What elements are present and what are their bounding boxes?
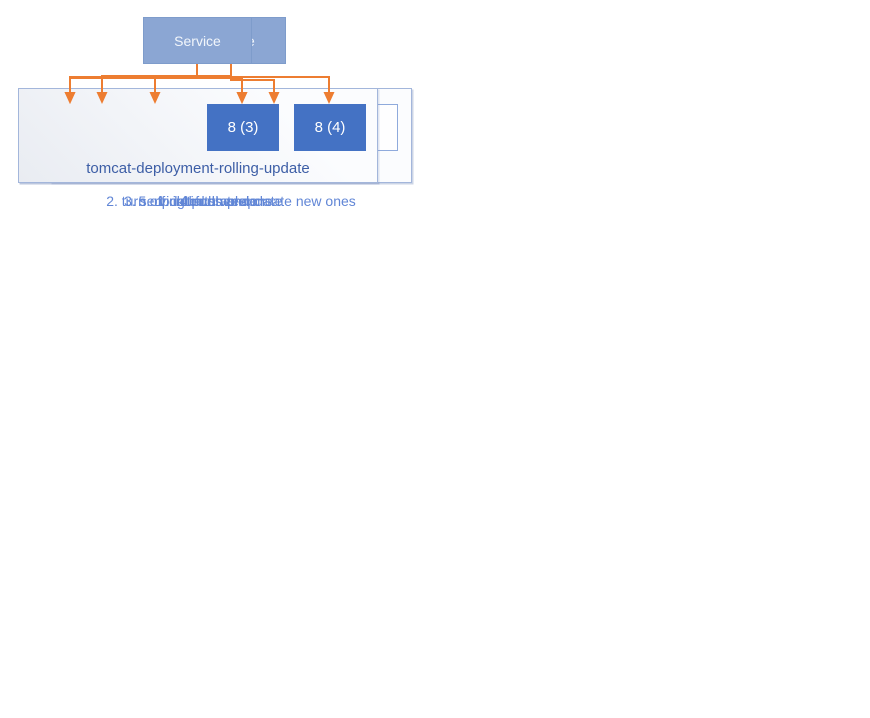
- service-to-pods-arrows: [196, 64, 335, 104]
- stage-caption: 2. turn off old pods and create new ones: [106, 193, 356, 209]
- deployment-label: tomcat-deployment-rolling-update: [86, 160, 310, 177]
- stage-caption: 3. serving both versions: [124, 193, 272, 209]
- stage-caption: 1. initial state: [157, 193, 239, 209]
- service-box: Service: [143, 17, 252, 64]
- stage-5-update-complete: Service 8 (3) 8 (4) tomcat-deployment-rol…: [0, 0, 435, 240]
- stage-caption: 5. update complete: [138, 193, 258, 209]
- pod-8-3: 8 (3): [207, 104, 279, 151]
- deployment-box: 8 (3) 8 (4) tomcat-deployment-rolling-upd…: [18, 88, 378, 183]
- pod-8-4: 8 (4): [294, 104, 366, 151]
- stage-caption: 4. further update: [179, 193, 283, 209]
- service-to-pods-arrows: [230, 64, 280, 104]
